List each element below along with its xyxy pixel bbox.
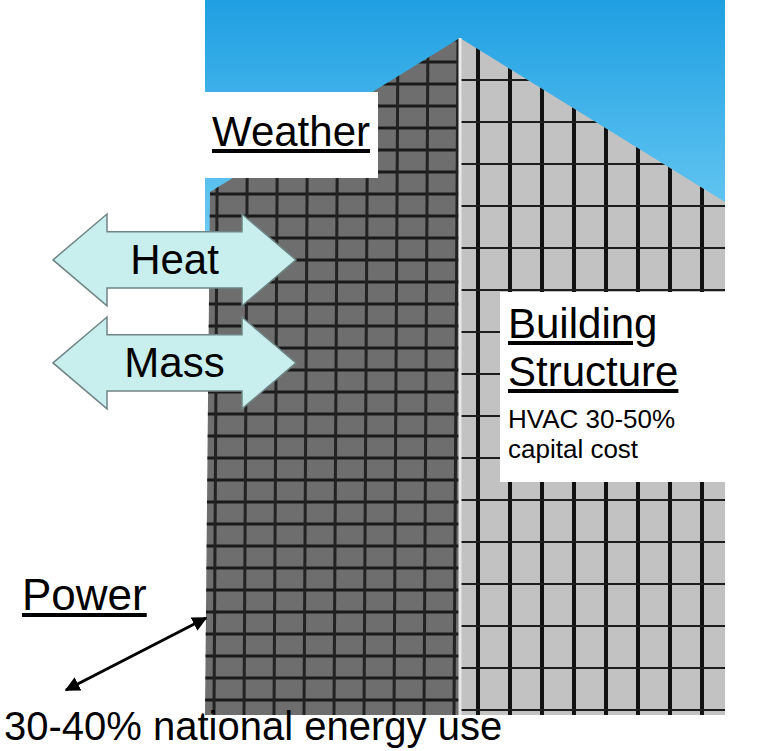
double-arrow: Heat — [52, 213, 297, 307]
window-mullion — [394, 30, 398, 716]
weather-patch — [205, 92, 378, 178]
window-band — [458, 499, 727, 501]
window-band — [200, 655, 462, 658]
window-band — [200, 611, 462, 614]
window-mullion — [424, 30, 428, 716]
building-corner — [459, 38, 462, 715]
window-band — [200, 567, 462, 570]
arrow-shape — [53, 317, 296, 409]
window-band — [200, 633, 462, 636]
window-band — [200, 39, 462, 42]
weather-heading: Weather — [212, 108, 377, 156]
arrow-label: Mass — [124, 339, 224, 387]
window-band — [200, 589, 462, 592]
window-band — [200, 457, 462, 460]
right-face-grid — [458, 30, 727, 716]
window-band — [200, 193, 462, 196]
window-band — [200, 83, 462, 86]
double-arrow: Mass — [52, 316, 297, 410]
window-band — [458, 163, 727, 165]
window-band — [458, 667, 727, 669]
window-band — [458, 541, 727, 543]
power-heading: Power — [22, 570, 222, 621]
window-band — [200, 479, 462, 482]
window-band — [200, 303, 462, 306]
window-mullion — [454, 30, 458, 716]
window-band — [200, 501, 462, 504]
structure-heading: Building Structure — [508, 300, 723, 397]
window-band — [458, 205, 727, 207]
window-band — [458, 247, 727, 249]
structure-patch — [500, 292, 727, 482]
arrow-shape — [53, 214, 296, 306]
window-band — [200, 325, 462, 328]
window-band — [200, 523, 462, 526]
window-band — [458, 625, 727, 627]
window-band — [200, 677, 462, 680]
energy-note: 30-40% national energy use — [4, 703, 744, 749]
window-band — [458, 121, 727, 123]
window-band — [200, 61, 462, 64]
window-band — [200, 545, 462, 548]
hvac-note: HVAC 30-50% capital cost — [508, 405, 713, 465]
power-arrow — [66, 618, 206, 690]
window-band — [200, 435, 462, 438]
window-band — [458, 583, 727, 585]
window-band — [200, 413, 462, 416]
window-band — [200, 215, 462, 218]
window-band — [458, 289, 727, 291]
window-band — [458, 79, 727, 81]
arrow-label: Heat — [130, 236, 219, 284]
